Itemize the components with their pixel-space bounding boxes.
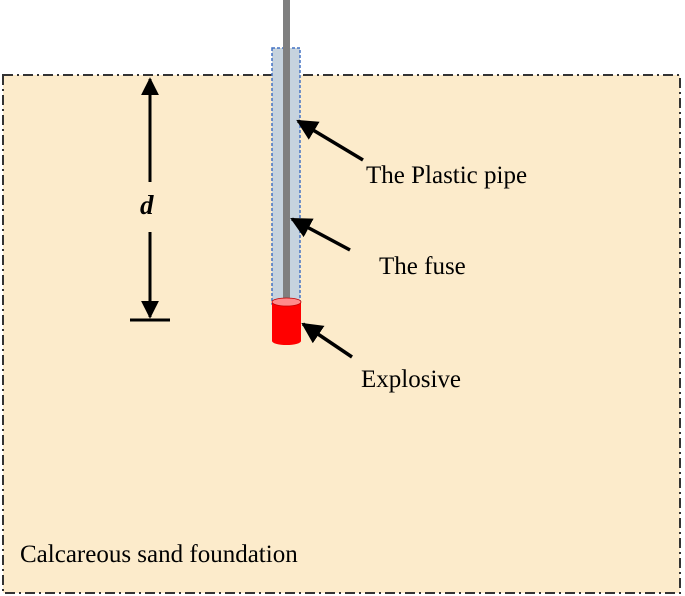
explosive-bottom <box>272 337 301 345</box>
explosive-top <box>271 297 302 307</box>
explosive-label: Explosive <box>361 366 461 393</box>
fuse-line <box>283 0 290 305</box>
explosive-body <box>272 302 301 341</box>
plastic-pipe-pointer-arrow <box>296 119 364 162</box>
foundation-label: Calcareous sand foundation <box>20 541 298 568</box>
explosive-charge <box>271 297 302 345</box>
depth-label: d <box>140 190 154 220</box>
explosive-pointer-arrow <box>301 322 353 359</box>
plastic-pipe-label: The Plastic pipe <box>366 162 527 189</box>
fuse-label: The fuse <box>379 253 466 280</box>
depth-dimension: d <box>130 77 170 322</box>
fuse-pointer-arrow <box>290 217 351 252</box>
sand-foundation-block <box>2 74 681 594</box>
